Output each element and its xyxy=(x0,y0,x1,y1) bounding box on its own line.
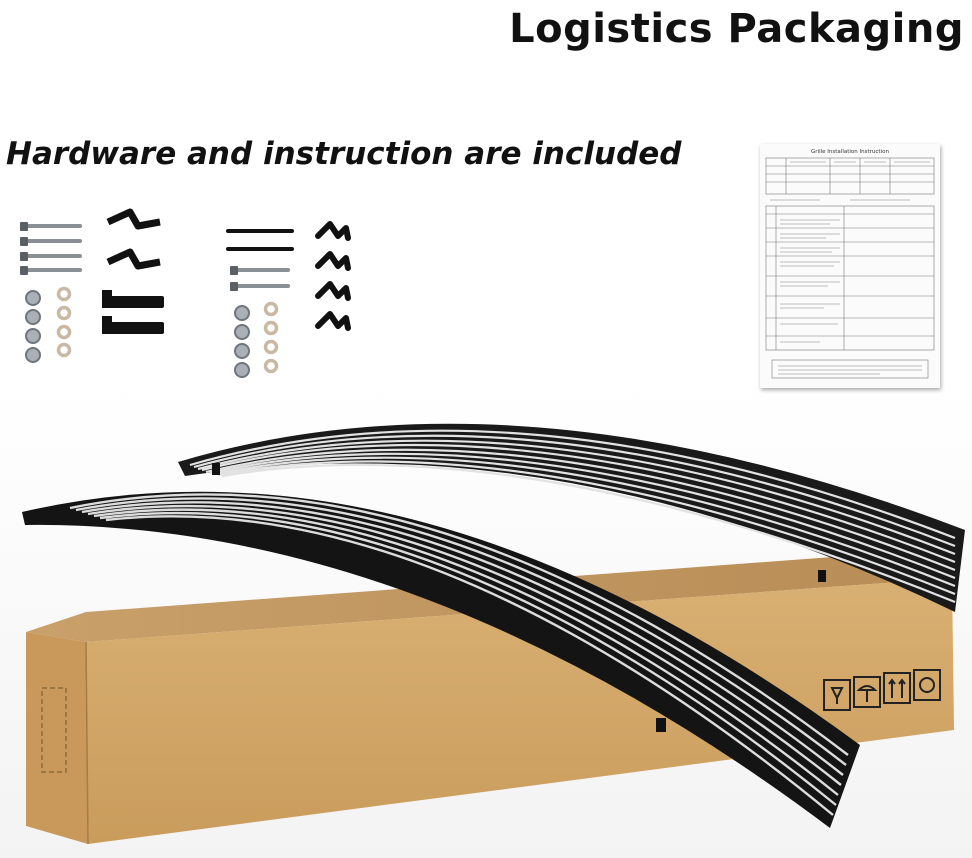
handling-symbols xyxy=(823,669,941,711)
box-label-outline xyxy=(41,687,67,773)
hardware-right xyxy=(226,221,351,378)
washers-left xyxy=(56,286,72,358)
nuts-left xyxy=(25,290,41,363)
washers-right xyxy=(263,301,279,374)
umbrella-icon xyxy=(856,685,878,702)
this-way-up-icon xyxy=(888,678,906,698)
grille-front xyxy=(22,491,860,828)
bolts-right xyxy=(236,268,290,288)
clips-right xyxy=(315,221,351,331)
instruction-table xyxy=(765,157,935,379)
page-title: Logistics Packaging xyxy=(509,6,964,52)
rods-right xyxy=(226,229,294,251)
recycle-icon xyxy=(919,677,935,693)
instruction-sheet-title: Grille Installation Instruction xyxy=(811,149,889,155)
hardware-left xyxy=(20,208,164,363)
nuts-right xyxy=(234,305,250,378)
clips-left xyxy=(106,208,161,270)
instruction-sheet: Grille Installation Instruction xyxy=(760,144,940,388)
grille-rear xyxy=(178,423,965,612)
bolts-left xyxy=(26,224,82,272)
brackets-left xyxy=(102,290,164,334)
fragile-icon xyxy=(830,687,844,704)
included-caption: Hardware and instruction are included xyxy=(6,136,682,172)
